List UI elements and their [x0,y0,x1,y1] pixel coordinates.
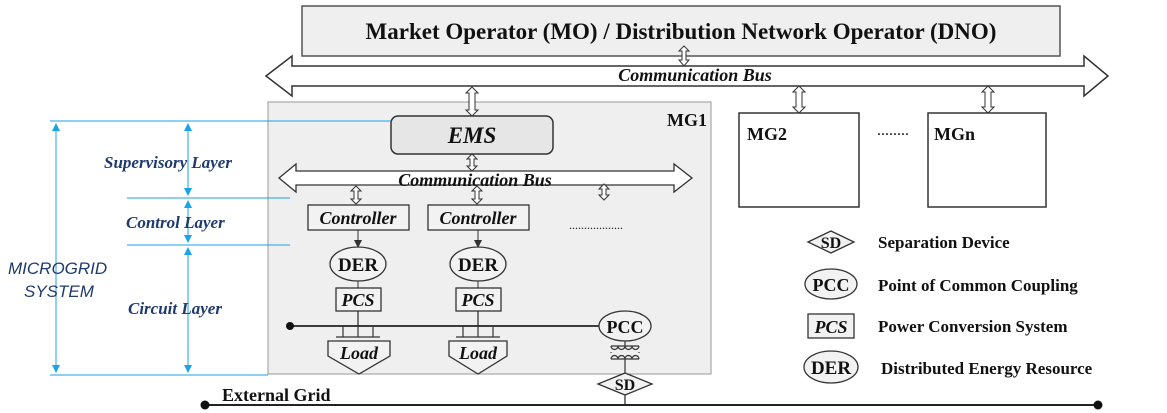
der-2: DER [449,246,507,282]
external-grid-label: External Grid [222,385,331,405]
sd-label: SD [615,377,635,394]
circuit-layer-label: Circuit Layer [128,299,222,318]
controller-1-label: Controller [319,208,397,228]
microgrid-system-label-line2: SYSTEM [24,282,95,301]
legend-der: DER Distributed Energy Resource [803,350,1093,384]
controller-2: Controller [427,204,530,231]
mgn-box: MGn [927,112,1047,208]
market-operator-title: Market Operator (MO) / Distribution Netw… [366,19,997,44]
legend-pcs-text: Power Conversion System [878,317,1068,336]
pcc-label: PCC [607,317,644,337]
controller-bus-connectors [349,183,611,205]
mg2-box: MG2 [738,112,860,208]
control-layer-label: Control Layer [126,213,225,232]
controller-1: Controller [307,204,410,231]
inner-communication-bus-label: Communication Bus [398,170,552,190]
controller-2-label: Controller [439,208,517,228]
supervisory-layer-label: Supervisory Layer [104,153,232,172]
pcs-2-label: PCS [460,290,494,310]
controller-ellipsis: .................. [569,218,623,232]
der-1-label: DER [338,255,378,276]
microgrid-power-bus [286,322,600,330]
load-1: Load [327,326,391,375]
mg-ellipsis: ........ [877,122,909,139]
legend-sd-symbol: SD [821,235,841,252]
ems-box: EMS [390,115,554,155]
external-grid-line: External Grid [200,385,1103,410]
bus-connectors [464,85,996,117]
microgrid-system-label-line1: MICROGRID [8,259,107,278]
market-operator-box: Market Operator (MO) / Distribution Netw… [301,5,1061,57]
transformer-icon [610,341,640,373]
load-1-label: Load [339,343,379,363]
layer-annotation [50,120,290,376]
legend-der-symbol: DER [811,358,851,379]
legend-pcs-symbol: PCS [813,317,847,337]
legend-sd: SD Separation Device [806,230,1010,254]
mg1-label: MG1 [667,110,707,130]
der-2-label: DER [458,255,498,276]
load-2-label: Load [458,343,498,363]
top-communication-bus-label: Communication Bus [618,65,772,85]
legend: SD Separation Device PCC Point of Common… [803,230,1093,384]
der-1: DER [329,246,387,282]
pcs-1-label: PCS [340,290,374,310]
legend-pcc-symbol: PCC [813,275,850,295]
legend-der-text: Distributed Energy Resource [881,359,1093,378]
legend-pcc-text: Point of Common Coupling [878,276,1078,295]
pcc: PCC [598,310,652,342]
legend-pcs: PCS Power Conversion System [807,313,1068,339]
mg2-label: MG2 [747,124,787,144]
legend-sd-text: Separation Device [878,233,1010,252]
ems-label: EMS [447,123,497,148]
top-communication-bus: Communication Bus [264,54,1110,98]
pcs-2: PCS [455,287,502,312]
pcs-1: PCS [335,287,382,312]
mgn-label: MGn [934,124,975,144]
legend-pcc: PCC Point of Common Coupling [804,268,1078,300]
inner-communication-bus: Communication Bus [277,162,694,194]
sd: SD [596,372,654,396]
load-2: Load [448,326,508,375]
